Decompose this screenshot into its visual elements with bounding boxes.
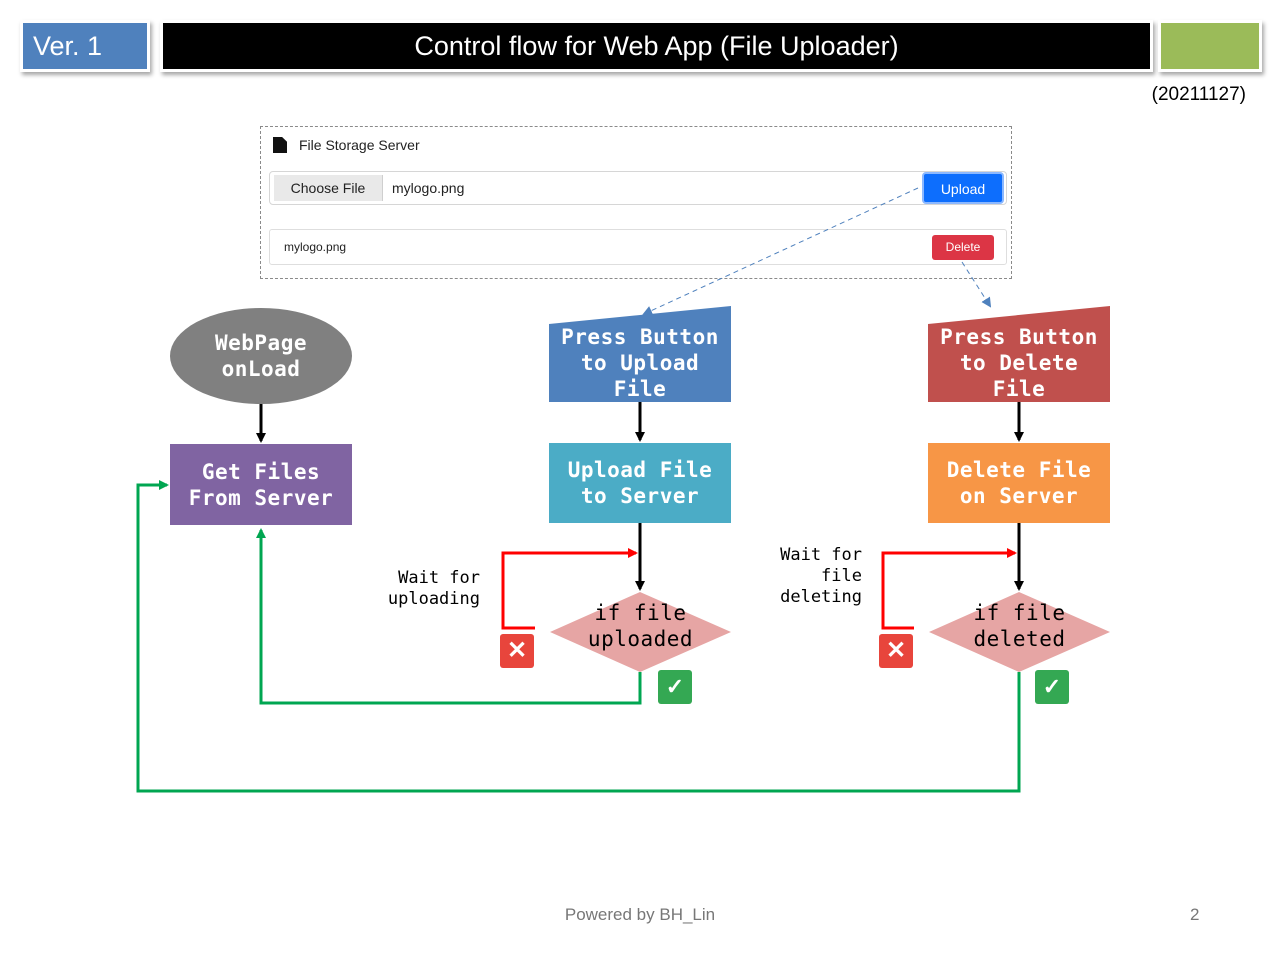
title-bar: Control flow for Web App (File Uploader) (160, 20, 1153, 72)
list-item-name: mylogo.png (284, 240, 347, 254)
fail-delete-icon: ✕ (879, 634, 913, 668)
get-files-line2: From Server (188, 485, 334, 510)
wait-delete-line3: deleting (780, 587, 862, 607)
page-number: 2 (1190, 905, 1200, 924)
press-upload-line1: Press Button (561, 325, 719, 349)
get-files-line1: Get Files (201, 459, 321, 484)
ok-upload-icon: ✓ (658, 670, 692, 704)
selected-file-name: mylogo.png (392, 180, 465, 196)
date-label: (20211127) (1151, 84, 1246, 105)
app-header: File Storage Server (273, 137, 420, 153)
press-upload-line3: File (613, 377, 667, 401)
upload-button[interactable]: Upload (922, 172, 1004, 204)
choose-file-button[interactable]: Choose File (274, 175, 383, 201)
app-title: File Storage Server (299, 137, 420, 153)
version-label: Ver. 1 (23, 23, 147, 69)
press-upload-line2: to Upload (580, 351, 700, 375)
upload-server-line1: Upload File (567, 458, 713, 482)
page-title: Control flow for Web App (File Uploader) (163, 23, 1150, 69)
press-delete-line1: Press Button (940, 325, 1098, 349)
upload-check-line2: uploaded (587, 627, 694, 651)
onload-line2: onLoad (221, 357, 301, 381)
version-badge: Ver. 1 (20, 20, 150, 72)
footer-credit: Powered by BH_Lin (564, 905, 716, 924)
wait-upload-line2: uploading (387, 589, 480, 609)
upload-check-line1: if file (594, 601, 687, 625)
accent-box-fill (1161, 23, 1259, 69)
onload-line1: WebPage (214, 331, 307, 355)
delete-button[interactable]: Delete (932, 235, 994, 260)
delete-check-line1: if file (973, 601, 1066, 625)
document-icon (273, 137, 287, 153)
upload-server-line2: to Server (580, 484, 700, 508)
delete-server-line2: on Server (959, 484, 1079, 508)
press-delete-line2: to Delete (959, 351, 1079, 375)
press-delete-line3: File (992, 377, 1046, 401)
delete-server-line1: Delete File (946, 458, 1092, 482)
fail-upload-icon: ✕ (500, 634, 534, 668)
wait-delete-line2: file (821, 566, 862, 586)
delete-check-line2: deleted (973, 627, 1066, 651)
ok-delete-icon: ✓ (1035, 670, 1069, 704)
wait-delete-line1: Wait for (780, 545, 862, 565)
wait-upload-line1: Wait for (398, 568, 480, 588)
accent-box (1158, 20, 1262, 72)
file-storage-app: File Storage Server Choose File mylogo.p… (260, 126, 1012, 279)
list-item: mylogo.png Delete (269, 229, 1007, 265)
file-picker-row: Choose File mylogo.png Upload (269, 171, 1007, 205)
